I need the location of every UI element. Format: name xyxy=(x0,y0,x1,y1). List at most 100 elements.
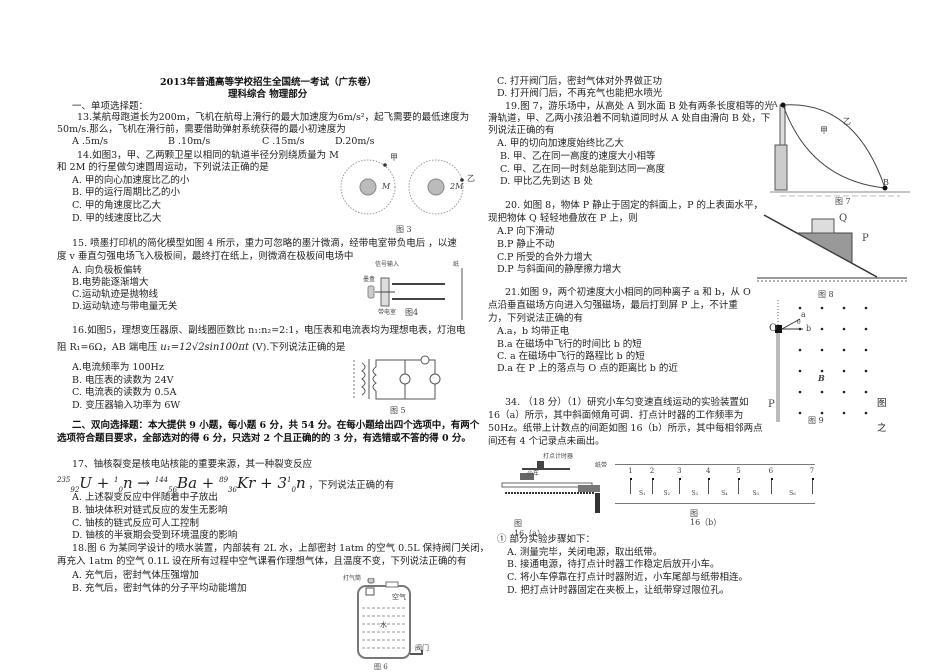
field-dot xyxy=(842,348,846,352)
q16-text: 16.如图5，理想变压器原、副线圈匝数比 n₁:n₂=2:1，电压表和电流表均为… xyxy=(72,325,466,336)
tape-span-label: S₁ xyxy=(639,490,646,497)
q34-text: 间还有 4 个记录点未画出。 xyxy=(488,436,605,447)
figure-9-magnetic-field xyxy=(775,300,868,422)
q15-option-b: B.电势能逐渐增大 xyxy=(72,277,149,288)
q15-text: 15. 喷墨打印机的简化模型如图 4 所示，重力可忽略的墨汁微滴，经带电室带负电… xyxy=(72,238,457,249)
q13-option-b: B .10m/s xyxy=(168,136,211,147)
tape-label: 纸带 xyxy=(595,462,608,469)
charging-chamber-label: 带电室 xyxy=(378,309,397,316)
exam-title: 2013年普通高等学校招生全国统一考试（广东卷） xyxy=(160,77,377,88)
section-1-heading: 一、单项选择题： xyxy=(72,101,149,112)
paper-label: 纸 xyxy=(453,261,460,268)
field-dot xyxy=(798,306,802,310)
q19-option-b: B. 甲、乙在同一高度的速度大小相等 xyxy=(500,151,656,162)
tape-point-label: 5 xyxy=(736,467,741,475)
q13-text: 13.某航母跑道长为200m，飞机在航母上滑行的最大加速度为6m/s²，起飞需要… xyxy=(77,112,470,123)
q20-option-c: C.P 所受的合外力增大 xyxy=(497,252,593,263)
tape-tick xyxy=(679,480,681,494)
q20-option-b: B.P 静止不动 xyxy=(497,239,555,250)
q18-option-b: B. 充气后，密封气体的分子平均动能增加 xyxy=(72,583,247,594)
water-label: 水 xyxy=(380,621,387,629)
figure-3-caption: 图 3 xyxy=(396,225,412,234)
q17-text: 17、铀核裂变是核电站核能的重要来源，其一种裂变反应 xyxy=(72,459,313,470)
figure-4-inkjet xyxy=(367,268,463,320)
steps-heading: ① 部分实验步骤如下： xyxy=(497,534,596,545)
figure-7-caption: 图 7 xyxy=(835,197,851,206)
point-b-label: B xyxy=(883,178,889,187)
q15-option-a: A. 向负极板偏转 xyxy=(72,265,142,276)
field-dot xyxy=(820,411,824,415)
q20-text: 现把物体 Q 轻轻地叠放在 P 上，则 xyxy=(488,213,638,224)
tape-span-label: S₅ xyxy=(752,490,759,497)
signal-input-label: 信号输入 xyxy=(375,261,400,268)
figure-3-orbits xyxy=(340,159,464,215)
q20-text: 20. 如图 8，物体 P 静止于固定的斜面上，P 的上表面水平， xyxy=(505,200,764,211)
fission-equation: 23592U + 10n → 14456Ba + 8936Kr + 310n xyxy=(57,474,306,494)
q17-option-c: C. 铀核的链式反应可人工控制 xyxy=(72,518,199,529)
q34-text-fragment: 图 xyxy=(877,398,887,409)
tape-tick xyxy=(738,480,740,494)
q16-text-part: (V).下列说法正确的是 xyxy=(252,342,346,353)
figure-8-incline xyxy=(757,214,907,282)
q18-text: 再充入 1atm 的空气 0.1L 设在所有过程中空气课看作理想气体，且温度不变… xyxy=(57,556,467,567)
voltage-formula: u₁=12√2sin100πt xyxy=(160,342,250,353)
q34-text-fragment: 之 xyxy=(877,423,887,434)
timer-label: 打点计时器 xyxy=(543,453,574,460)
tape-tick xyxy=(630,480,632,494)
tape-point-label: 3 xyxy=(677,467,682,475)
tape-point xyxy=(651,478,654,480)
figure-16a-apparatus xyxy=(501,461,600,513)
field-dot xyxy=(820,327,824,331)
field-dot xyxy=(842,327,846,331)
q21-text: 21.如图 9，两个初速度大小相同的同种离子 a 和 b，从 O xyxy=(505,287,751,298)
field-dot xyxy=(798,369,802,373)
q20-option-d: D.P 与斜面间的静摩擦力增大 xyxy=(497,264,622,275)
field-dot xyxy=(864,327,868,331)
figure-6-caption: 图 6 xyxy=(374,663,388,671)
q16-option-a: A.电流频率为 100Hz xyxy=(72,362,164,373)
q16-text-part: 阻 R₁=6Ω，AB 端电压 xyxy=(57,342,158,353)
q19-text: 19.图 7，游乐场中，从高处 A 到水面 B 处有两条长度相等的光 xyxy=(505,101,774,112)
q21-text: 点沿垂直磁场方向进入匀强磁场，最后打到屏 P 上，不计重 xyxy=(488,300,738,311)
point-o-label: O xyxy=(769,323,778,334)
field-dot xyxy=(820,306,824,310)
tape-tick xyxy=(811,480,813,494)
field-dot xyxy=(842,369,846,373)
tape-point xyxy=(679,478,682,480)
figure-6-sprayer xyxy=(357,578,423,659)
exam-subtitle: 理科综合 物理部分 xyxy=(228,89,308,100)
field-dot xyxy=(864,348,868,352)
q19-option-a: A. 甲的切向加速度始终比乙大 xyxy=(497,138,624,149)
ion-a-label: a xyxy=(801,310,806,319)
step-a: A. 测量完毕，关闭电源，取出纸带。 xyxy=(507,547,663,558)
ion-b-label: b xyxy=(806,324,812,333)
q13-option-d: D.20m/s xyxy=(335,136,375,147)
tape-tick xyxy=(707,480,709,494)
q15-option-d: D.运动轨迹与带电量无关 xyxy=(72,301,178,312)
field-dot xyxy=(798,327,802,331)
q17-option-a: A. 上述裂变反应中伴随着中子放出 xyxy=(72,492,218,503)
q17-text-part: ，下列说法正确的有 xyxy=(308,480,395,491)
tape-point-label: 2 xyxy=(649,467,655,475)
tape-point xyxy=(811,478,814,480)
q13-option-c: C .15m/s xyxy=(262,136,305,147)
q14-option-d: D. 甲的线速度比乙大 xyxy=(72,213,162,224)
tape-point xyxy=(738,478,741,480)
field-dot xyxy=(864,390,868,394)
q34-text: 34. （18 分）（1）研究小车匀变速直线运动的实验装置如 xyxy=(505,397,749,408)
section-2-heading: 选项符合题目要求，全部选对的得 6 分，只选对 2 个且正确的的 3 分，有选错… xyxy=(57,433,471,444)
field-dot xyxy=(864,306,868,310)
tape-point xyxy=(707,478,710,480)
q19-text: 滑轨道，甲、乙两小孩沿着不同轨道同时从 A 处自由滑向 B 处，下 xyxy=(488,113,771,124)
figure-5-caption: 图 5 xyxy=(390,406,406,415)
q20-option-a: A.P 向下滑动 xyxy=(497,226,555,237)
figure-4-caption: 图4 xyxy=(405,308,419,317)
figure-5-transformer xyxy=(353,355,441,400)
figure-9-caption: 图 9 xyxy=(808,416,824,425)
field-dot xyxy=(842,411,846,415)
field-dot xyxy=(820,369,824,373)
satellite-jia-label: 甲 xyxy=(390,153,398,162)
step-b: B. 接通电源，待打点计时器工作稳定后放开小车。 xyxy=(507,559,720,570)
air-label: 空气 xyxy=(392,593,406,601)
